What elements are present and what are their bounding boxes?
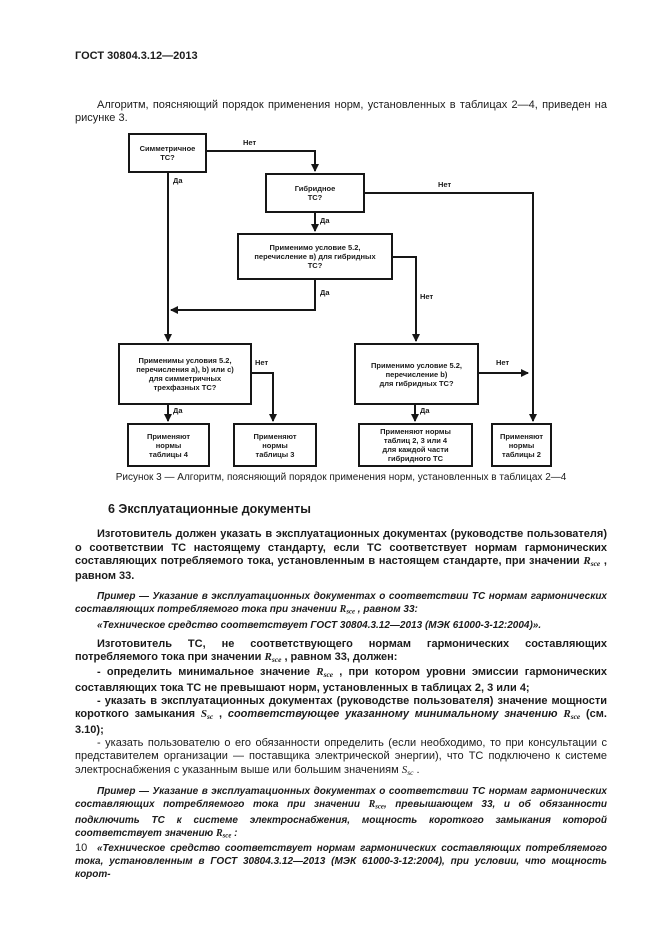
node-cond-b-hybrid: Применимо условие 5.2, перечисление b) д…: [354, 343, 479, 405]
label-no-cond-v: Нет: [420, 292, 434, 301]
list-item-user-duty: - указать пользователю о его обязанности…: [75, 737, 607, 777]
page-number: 10: [75, 842, 88, 854]
section-6-heading: 6 Эксплуатационные документы: [108, 502, 311, 516]
label-no-cond-b: Нет: [496, 358, 510, 367]
node-hybrid-tc: Гибридное ТС?: [265, 173, 365, 213]
flowchart-connectors: [164, 150, 537, 422]
label-yes-cond-b: Да: [420, 406, 430, 415]
edge-cond-v-no: [393, 256, 420, 342]
edge-cond-v-yes: [170, 280, 316, 314]
paragraph-nonconforming: Изготовитель ТС, не соответствующего нор…: [75, 637, 607, 664]
section-6: 6 Эксплуатационные документы Изготовител…: [75, 502, 607, 881]
figure-3-flowchart: Симметричное ТС? Гибридное ТС? Применимо…: [0, 130, 661, 478]
node-apply-table3: Применяют нормы таблицы 3: [233, 423, 317, 467]
edge-cond-abc-no: [252, 372, 277, 422]
label-yes-symmetric: Да: [173, 176, 183, 185]
node-symmetric-tc: Симметричное ТС?: [128, 133, 207, 173]
edge-symmetric-no: [207, 150, 319, 172]
label-yes-cond-abc: Да: [173, 406, 183, 415]
node-apply-table2: Применяют нормы таблицы 2: [491, 423, 552, 467]
label-no-symmetric: Нет: [243, 138, 257, 147]
label-yes-cond-v: Да: [320, 288, 330, 297]
edge-hybrid-no: [365, 192, 537, 422]
list-item-ssc: - указать в эксплуатационных документах …: [75, 694, 607, 736]
paragraph-manufacturer-statement: Изготовитель должен указать в эксплуатац…: [75, 528, 607, 583]
example-2-intro: Пример — Указание в эксплуатационных док…: [75, 786, 607, 840]
node-cond-v-hybrid: Применимо условие 5.2, перечисление в) д…: [237, 233, 393, 280]
example-2-quote: «Техническое средство соответствует норм…: [75, 843, 607, 881]
node-cond-abc-symmetric: Применимы условия 5.2, перечисления а), …: [118, 343, 252, 405]
list-item-min-rsce: - определить минимальное значение Rsce ,…: [75, 666, 607, 694]
label-no-cond-abc: Нет: [255, 358, 269, 367]
node-apply-tables234: Применяют нормы таблиц 2, 3 или 4 для ка…: [358, 423, 473, 467]
document-title: ГОСТ 30804.3.12—2013: [75, 50, 198, 62]
node-apply-table4: Применяют нормы таблицы 4: [127, 423, 210, 467]
intro-paragraph: Алгоритм, поясняющий порядок применения …: [75, 99, 607, 125]
example-1-intro: Пример — Указание в эксплуатационных док…: [75, 590, 607, 616]
label-no-hybrid: Нет: [438, 180, 452, 189]
example-1-quote: «Техническое средство соответствует ГОСТ…: [97, 619, 542, 631]
label-yes-hybrid: Да: [320, 216, 330, 225]
figure-caption: Рисунок 3 — Алгоритм, поясняющий порядок…: [115, 472, 567, 483]
